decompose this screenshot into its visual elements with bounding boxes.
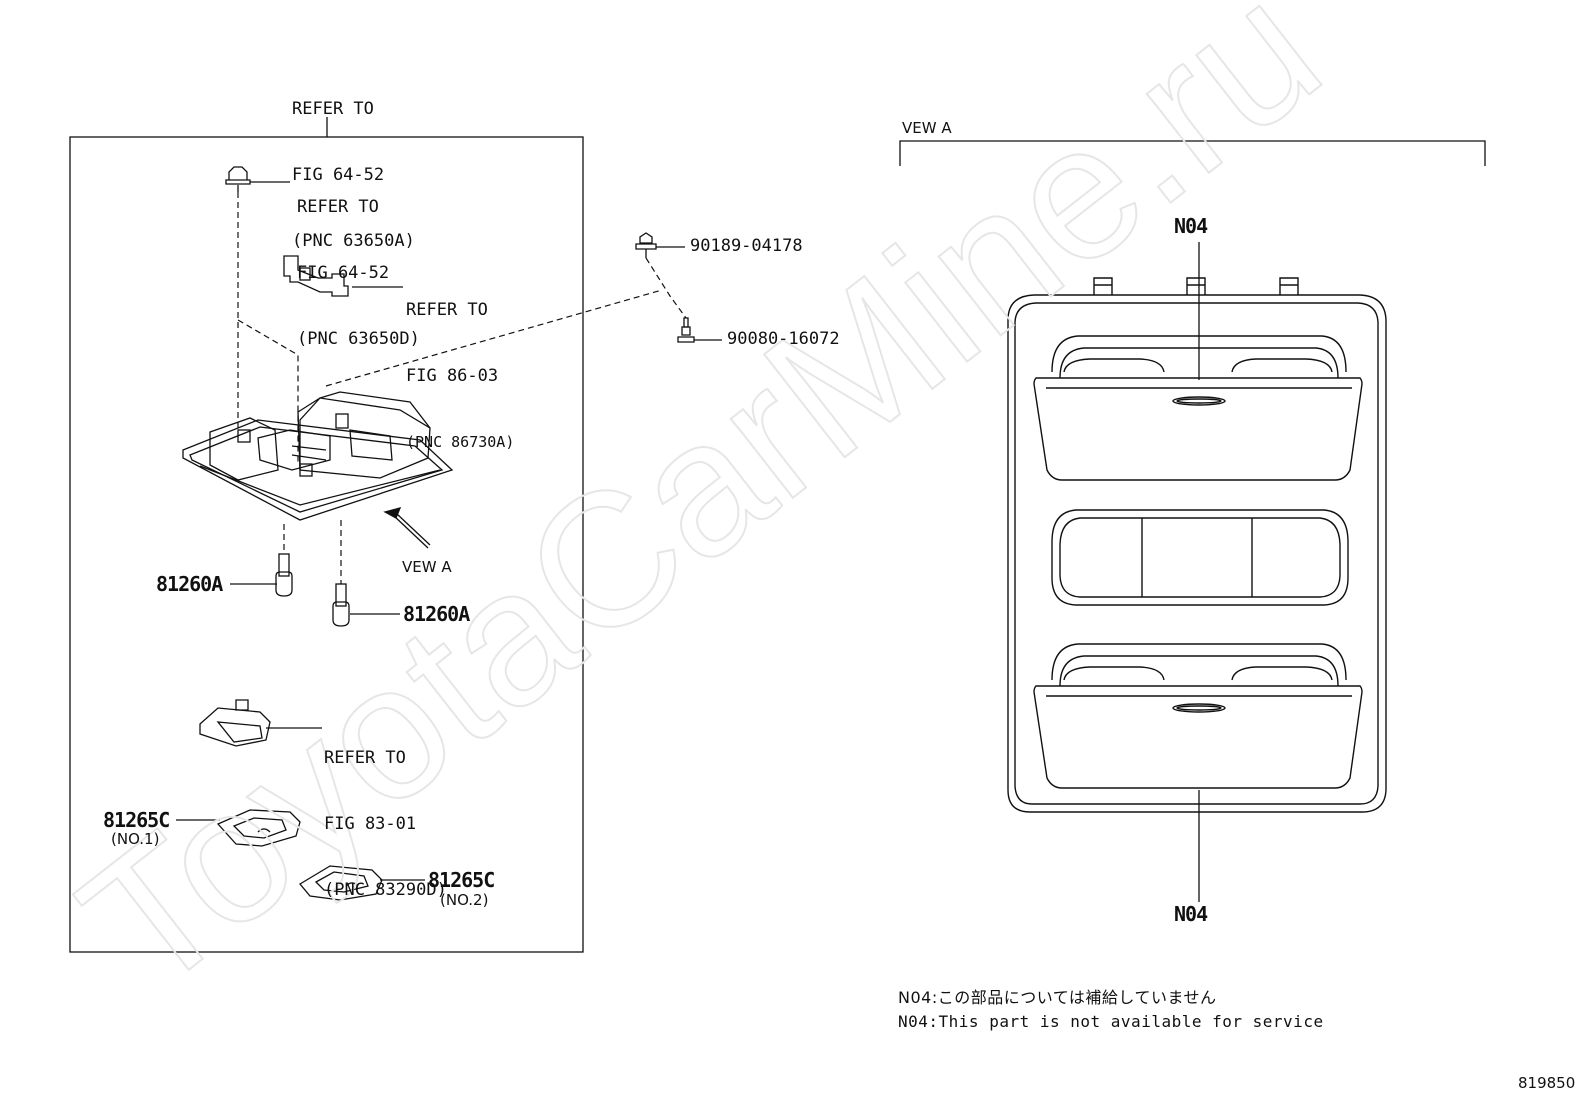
switch-part: [199, 699, 271, 747]
bulb-left: [275, 553, 293, 597]
note-english: N04:This part is not available for servi…: [898, 1012, 1324, 1031]
callout-n04-top: N04: [1174, 214, 1208, 238]
bulb-right: [332, 583, 350, 627]
ref-line: (PNC 83290D): [324, 880, 447, 900]
ref-line: FIG 83-01: [324, 814, 417, 834]
view-title: VEW A: [902, 119, 952, 137]
screw-clip-part: [635, 232, 657, 258]
part-81265c-no1: 81265C: [103, 808, 170, 832]
part-81265c-no2-sub: (NO.2): [440, 891, 489, 909]
ref-line: (PNC 63650A): [292, 231, 415, 251]
ref-line: REFER TO: [292, 99, 374, 119]
ref-line: REFER TO: [406, 300, 488, 320]
ref-line: REFER TO: [297, 197, 379, 217]
harness-bracket-part: [283, 255, 349, 297]
view-bracket: [899, 140, 1486, 166]
ref-line: FIG 64-52: [297, 263, 390, 283]
note-japanese: N04:この部品については補給していません: [898, 988, 1217, 1007]
callout-n04-bottom: N04: [1174, 902, 1208, 926]
ref-line: (PNC 86730A): [406, 433, 515, 451]
screw-part: [677, 317, 695, 343]
part-81260a-right: 81260A: [403, 602, 470, 626]
ref-line: REFER TO: [324, 748, 406, 768]
figure-number: 819850: [1518, 1074, 1576, 1092]
ref-line: FIG 86-03: [406, 366, 499, 386]
ref-86730a: REFER TO FIG 86-03 (PNC 86730A): [406, 255, 514, 475]
ref-63650d: REFER TO FIG 64-52 (PNC 63650D): [297, 152, 420, 372]
lens-no2-part: [299, 865, 383, 901]
ref-83290d: REFER TO FIG 83-01 (PNC 83290D): [324, 703, 447, 923]
part-81260a-left: 81260A: [156, 572, 223, 596]
lens-no1-part: [216, 809, 301, 847]
ref-63650a: REFER TO FIG 64-52 (PNC 63650A): [292, 54, 415, 274]
console-view: [1007, 277, 1387, 813]
ref-line: FIG 64-52: [292, 165, 385, 185]
view-arrow: [383, 507, 431, 546]
clip-part: [225, 166, 251, 192]
map-lamp-assembly: [182, 391, 454, 521]
part-90080-16072: 90080-16072: [727, 329, 840, 349]
part-90189-04178: 90189-04178: [690, 236, 803, 256]
view-arrow-label: VEW A: [402, 558, 452, 576]
part-81265c-no1-sub: (NO.1): [111, 830, 160, 848]
ref-line: (PNC 63650D): [297, 329, 420, 349]
part-81265c-no2: 81265C: [428, 868, 495, 892]
